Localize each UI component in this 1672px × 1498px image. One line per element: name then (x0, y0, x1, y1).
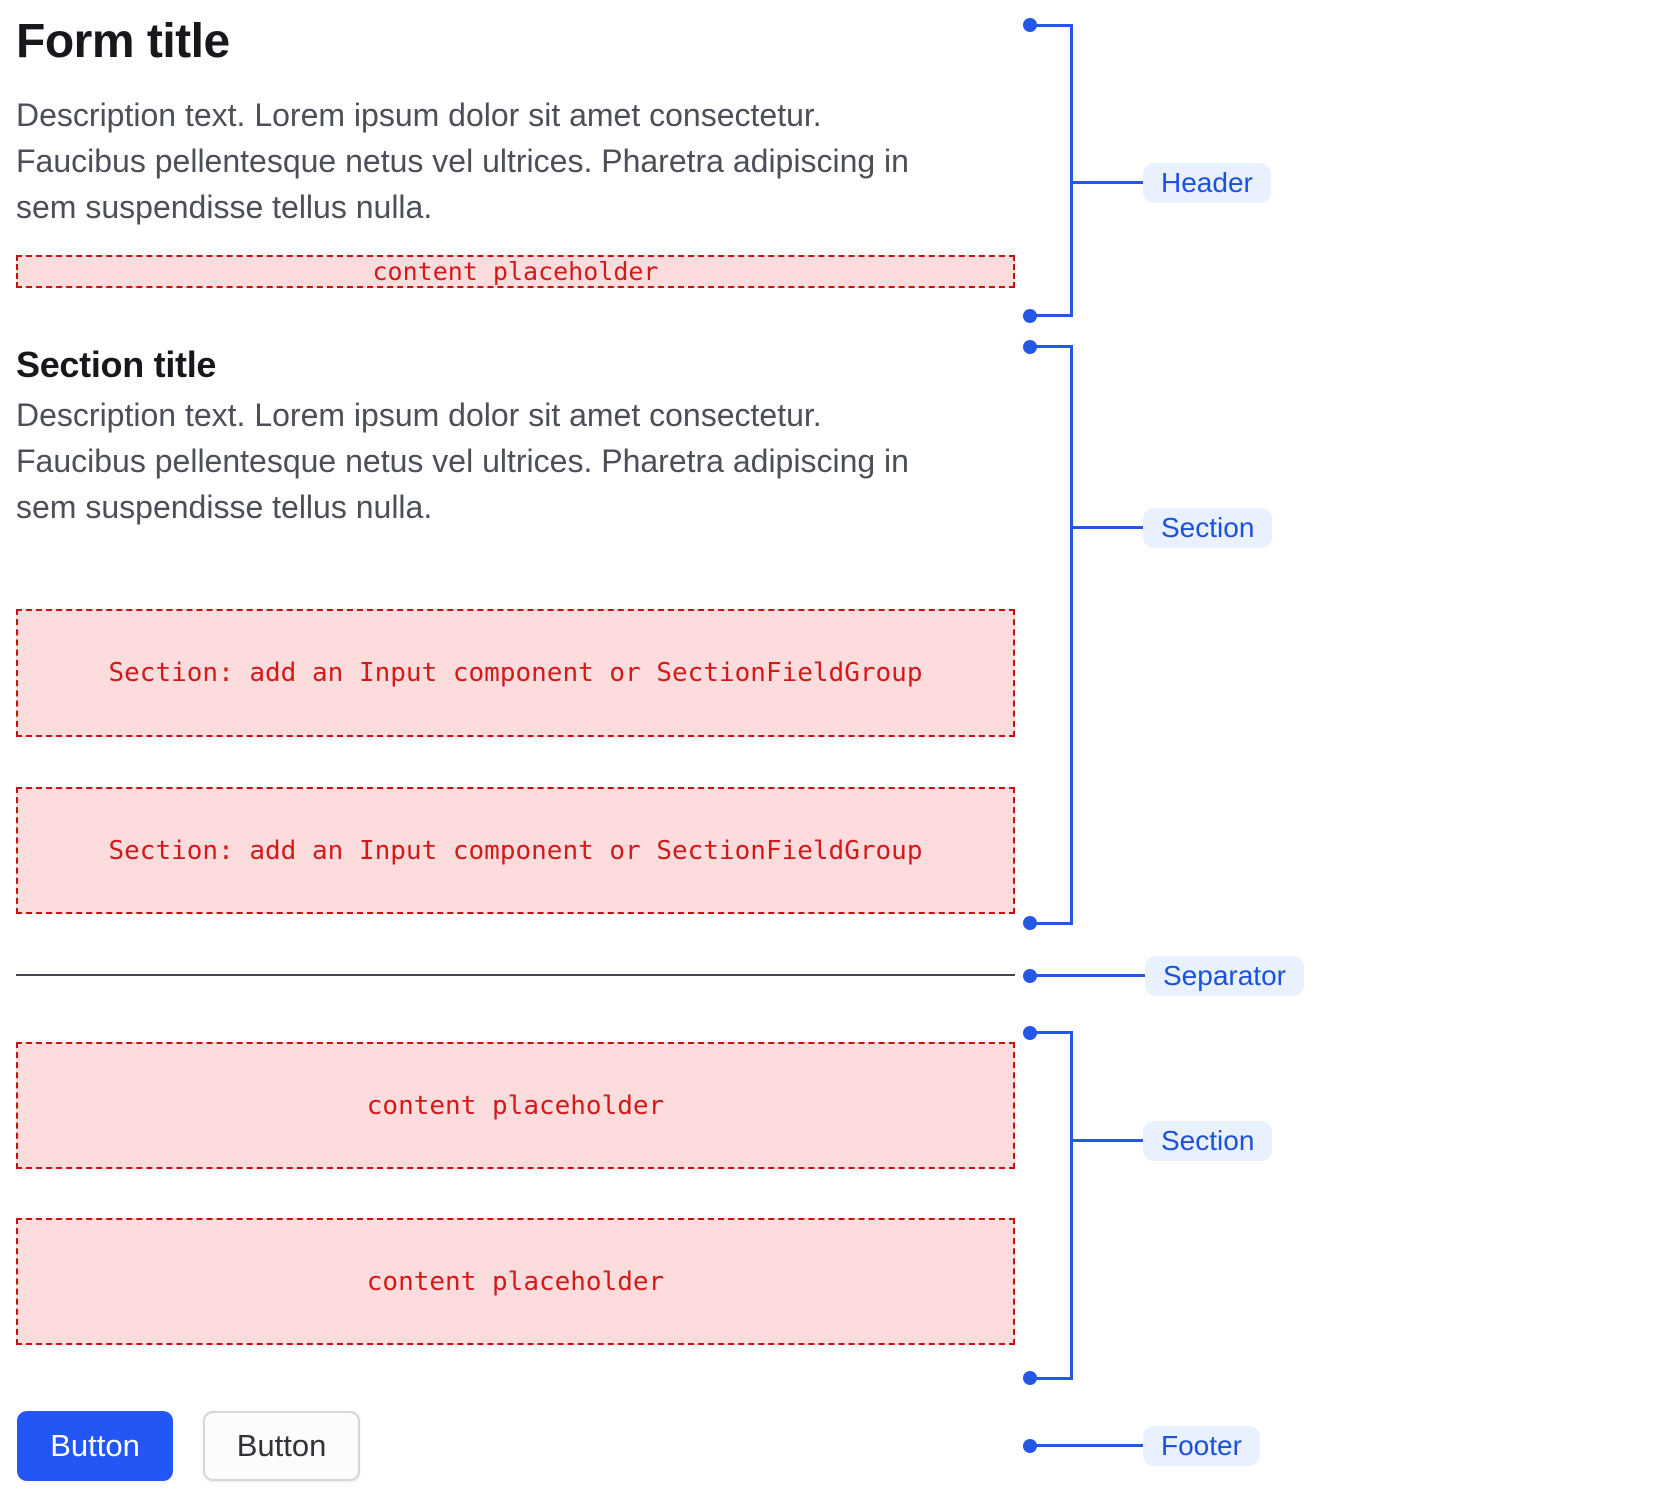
form-title: Form title (16, 15, 230, 68)
annotation-label-header: Header (1143, 163, 1271, 203)
section-content-placeholder: content placeholder (16, 1218, 1015, 1345)
connector-line (1073, 181, 1143, 184)
annotation-label-section: Section (1143, 1121, 1273, 1161)
section-title: Section title (16, 344, 217, 385)
placeholder-text: content placeholder (366, 1266, 665, 1297)
connector-dot (1023, 916, 1037, 930)
connector-line (1030, 1444, 1143, 1447)
bracket-line (1030, 1031, 1071, 1034)
annotation-label-footer: Footer (1143, 1426, 1260, 1466)
annotation-label-separator: Separator (1145, 956, 1304, 996)
bracket-line (1070, 24, 1073, 317)
bracket-line (1030, 24, 1071, 27)
connector-line (1073, 526, 1143, 529)
secondary-button[interactable]: Button (203, 1411, 360, 1481)
section-input-placeholder: Section: add an Input component or Secti… (16, 609, 1015, 737)
bracket-line (1030, 345, 1071, 348)
placeholder-text: content placeholder (366, 1090, 665, 1121)
bracket-line (1030, 922, 1071, 925)
section-input-placeholder: Section: add an Input component or Secti… (16, 787, 1015, 914)
bracket-line (1070, 1031, 1073, 1380)
bracket-line (1030, 314, 1071, 317)
form-description: Description text. Lorem ipsum dolor sit … (16, 97, 909, 225)
bracket-line (1070, 345, 1073, 925)
annotation-label-section: Section (1143, 508, 1273, 548)
placeholder-text: Section: add an Input component or Secti… (108, 835, 923, 866)
placeholder-text: Section: add an Input component or Secti… (108, 658, 923, 688)
bracket-line (1030, 1377, 1071, 1380)
primary-button[interactable]: Button (17, 1411, 173, 1481)
separator-line (16, 974, 1015, 976)
connector-line (1030, 974, 1145, 977)
connector-dot (1023, 309, 1037, 323)
placeholder-text: content placeholder (372, 257, 659, 286)
connector-line (1073, 1139, 1143, 1142)
connector-dot (1023, 1371, 1037, 1385)
section-content-placeholder: content placeholder (16, 1042, 1015, 1169)
header-content-placeholder: content placeholder (16, 255, 1015, 288)
section-description: Description text. Lorem ipsum dolor sit … (16, 397, 909, 525)
